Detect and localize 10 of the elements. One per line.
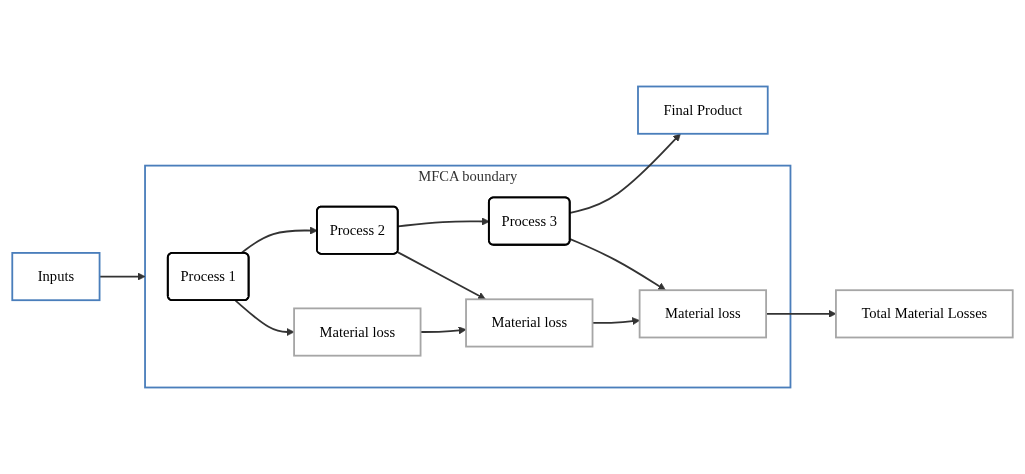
node-box: Material loss (638, 289, 767, 339)
node-box: Material loss (293, 307, 422, 357)
node-box: Inputs (11, 252, 101, 302)
arrow (569, 133, 681, 214)
arrow (396, 251, 486, 300)
arrow (569, 238, 666, 291)
node-box: Final Product (637, 85, 769, 135)
node-box: Total Material Losses (835, 289, 1014, 339)
arrow (234, 299, 295, 337)
node-box: Material loss (465, 298, 594, 348)
